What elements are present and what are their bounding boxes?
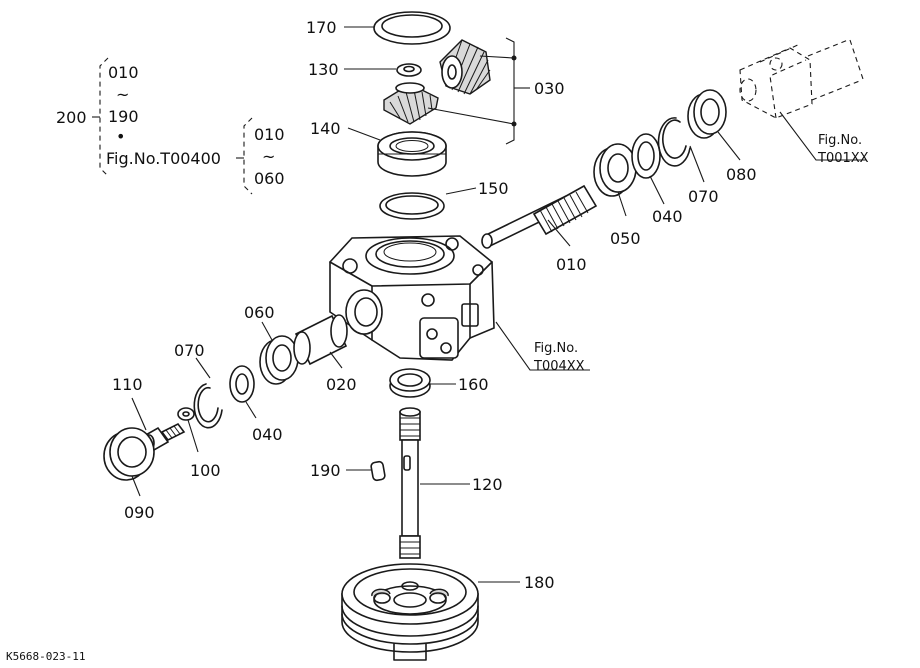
- label-120: 120: [472, 475, 503, 494]
- label-140: 140: [310, 119, 341, 138]
- group-bullet: •: [116, 127, 125, 146]
- label-150: 150: [478, 179, 509, 198]
- label-170: 170: [306, 18, 337, 37]
- group-range-end: 190: [108, 107, 139, 126]
- label-070-right: 070: [688, 187, 719, 206]
- part-190-key: [370, 460, 386, 482]
- group-fig-ref: Fig.No.T00400: [106, 149, 221, 168]
- label-180: 180: [524, 573, 555, 592]
- label-160: 160: [458, 375, 489, 394]
- part-100-washer: [177, 407, 195, 421]
- group-sub-end: 060: [254, 169, 285, 188]
- fig-ref-1-line2: T001XX: [817, 151, 869, 166]
- part-040-washer-right: [631, 133, 661, 179]
- universal-joint-yoke: [739, 39, 865, 119]
- label-070-left: 070: [174, 341, 205, 360]
- part-030-bevel-gear-left: [383, 82, 439, 125]
- assembly-group: 200 010 ~ 190 • Fig.No.T00400 010 ~ 060: [56, 63, 285, 188]
- label-040-left: 040: [252, 425, 283, 444]
- leader-lines: [131, 26, 866, 583]
- label-100: 100: [190, 461, 221, 480]
- label-010: 010: [556, 255, 587, 274]
- group-sub-start: 010: [254, 125, 285, 144]
- label-050: 050: [610, 229, 641, 248]
- part-070-circlip-left: [193, 383, 223, 429]
- part-050-bearing: [593, 143, 637, 197]
- fig-ref-1-line1: Fig.No.: [818, 133, 862, 148]
- gearbox-housing: [329, 235, 495, 361]
- group-number: 200: [56, 108, 87, 127]
- part-090-seal: [103, 427, 155, 481]
- fig-ref-2-line1: Fig.No.: [534, 341, 578, 356]
- part-010-shaft: [481, 184, 598, 249]
- fig-ref-2-line2: T004XX: [533, 359, 585, 374]
- part-130-washer: [396, 63, 422, 77]
- label-080: 080: [726, 165, 757, 184]
- part-labels: 170 130 030 140 150 010 050 040 070 080 …: [112, 18, 757, 592]
- group-tilde-1: ~: [116, 85, 129, 104]
- drawing-code: K5668-023-11: [6, 650, 85, 663]
- part-120-output-shaft: [399, 407, 421, 559]
- label-090: 090: [124, 503, 155, 522]
- label-060: 060: [244, 303, 275, 322]
- part-140-bearing: [377, 131, 447, 177]
- part-170-ring: [373, 11, 451, 45]
- part-150-shim: [379, 192, 445, 220]
- label-190: 190: [310, 461, 341, 480]
- part-080-seal: [687, 89, 727, 139]
- figure-references: Fig.No. T001XX Fig.No. T004XX: [533, 133, 869, 374]
- part-030-bevel-gear-right: [439, 39, 491, 95]
- group-brackets: [92, 57, 253, 195]
- part-020-sleeve: [293, 314, 348, 366]
- group-range-start: 010: [108, 63, 139, 82]
- label-020: 020: [326, 375, 357, 394]
- label-040-right: 040: [652, 207, 683, 226]
- part-060-bearing-left: [259, 335, 299, 385]
- group-tilde-2: ~: [262, 147, 275, 166]
- part-160-seal: [389, 368, 431, 398]
- label-030: 030: [534, 79, 565, 98]
- part-070-circlip-right: [657, 117, 691, 167]
- label-130: 130: [308, 60, 339, 79]
- label-110: 110: [112, 375, 143, 394]
- part-040-washer-left: [229, 365, 255, 403]
- part-180-pulley: [341, 563, 479, 661]
